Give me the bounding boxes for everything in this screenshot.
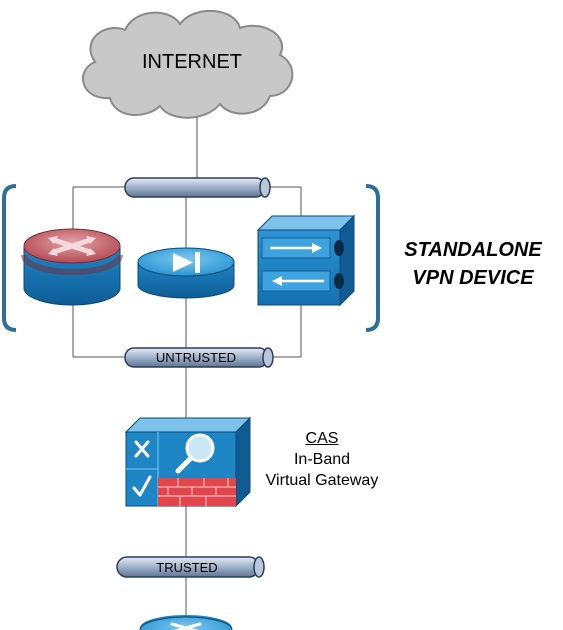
vpn-group-title-line1: STANDALONE bbox=[404, 239, 542, 261]
cas-mode: In-Band bbox=[293, 451, 351, 468]
cas-gateway-type: Virtual Gateway bbox=[265, 472, 379, 489]
cloud-label: INTERNET bbox=[142, 51, 242, 73]
trusted-segment-pipe bbox=[116, 556, 265, 578]
vpn-group-title: STANDALONE VPN DEVICE bbox=[386, 236, 560, 292]
top-segment-pipe bbox=[124, 177, 271, 198]
vpn-group-title-line2: VPN DEVICE bbox=[412, 267, 534, 289]
magnifier-icon bbox=[175, 433, 215, 474]
cas-label: CAS In-Band Virtual Gateway bbox=[250, 428, 394, 491]
router-icon bbox=[21, 228, 123, 306]
untrusted-segment-label: UNTRUSTED bbox=[156, 350, 236, 365]
cas-title: CAS bbox=[305, 430, 339, 447]
vpn-concentrator-icon bbox=[137, 247, 235, 299]
vpn-switch-icon bbox=[256, 214, 356, 307]
bottom-router-icon bbox=[139, 615, 233, 630]
vpn-group-bracket-left bbox=[2, 184, 17, 332]
vpn-group-bracket-right bbox=[365, 184, 380, 332]
cas-gateway-icon bbox=[124, 416, 252, 508]
cloud-icon bbox=[82, 10, 294, 119]
untrusted-segment-pipe bbox=[124, 347, 274, 368]
trusted-segment-label: TRUSTED bbox=[156, 560, 217, 575]
